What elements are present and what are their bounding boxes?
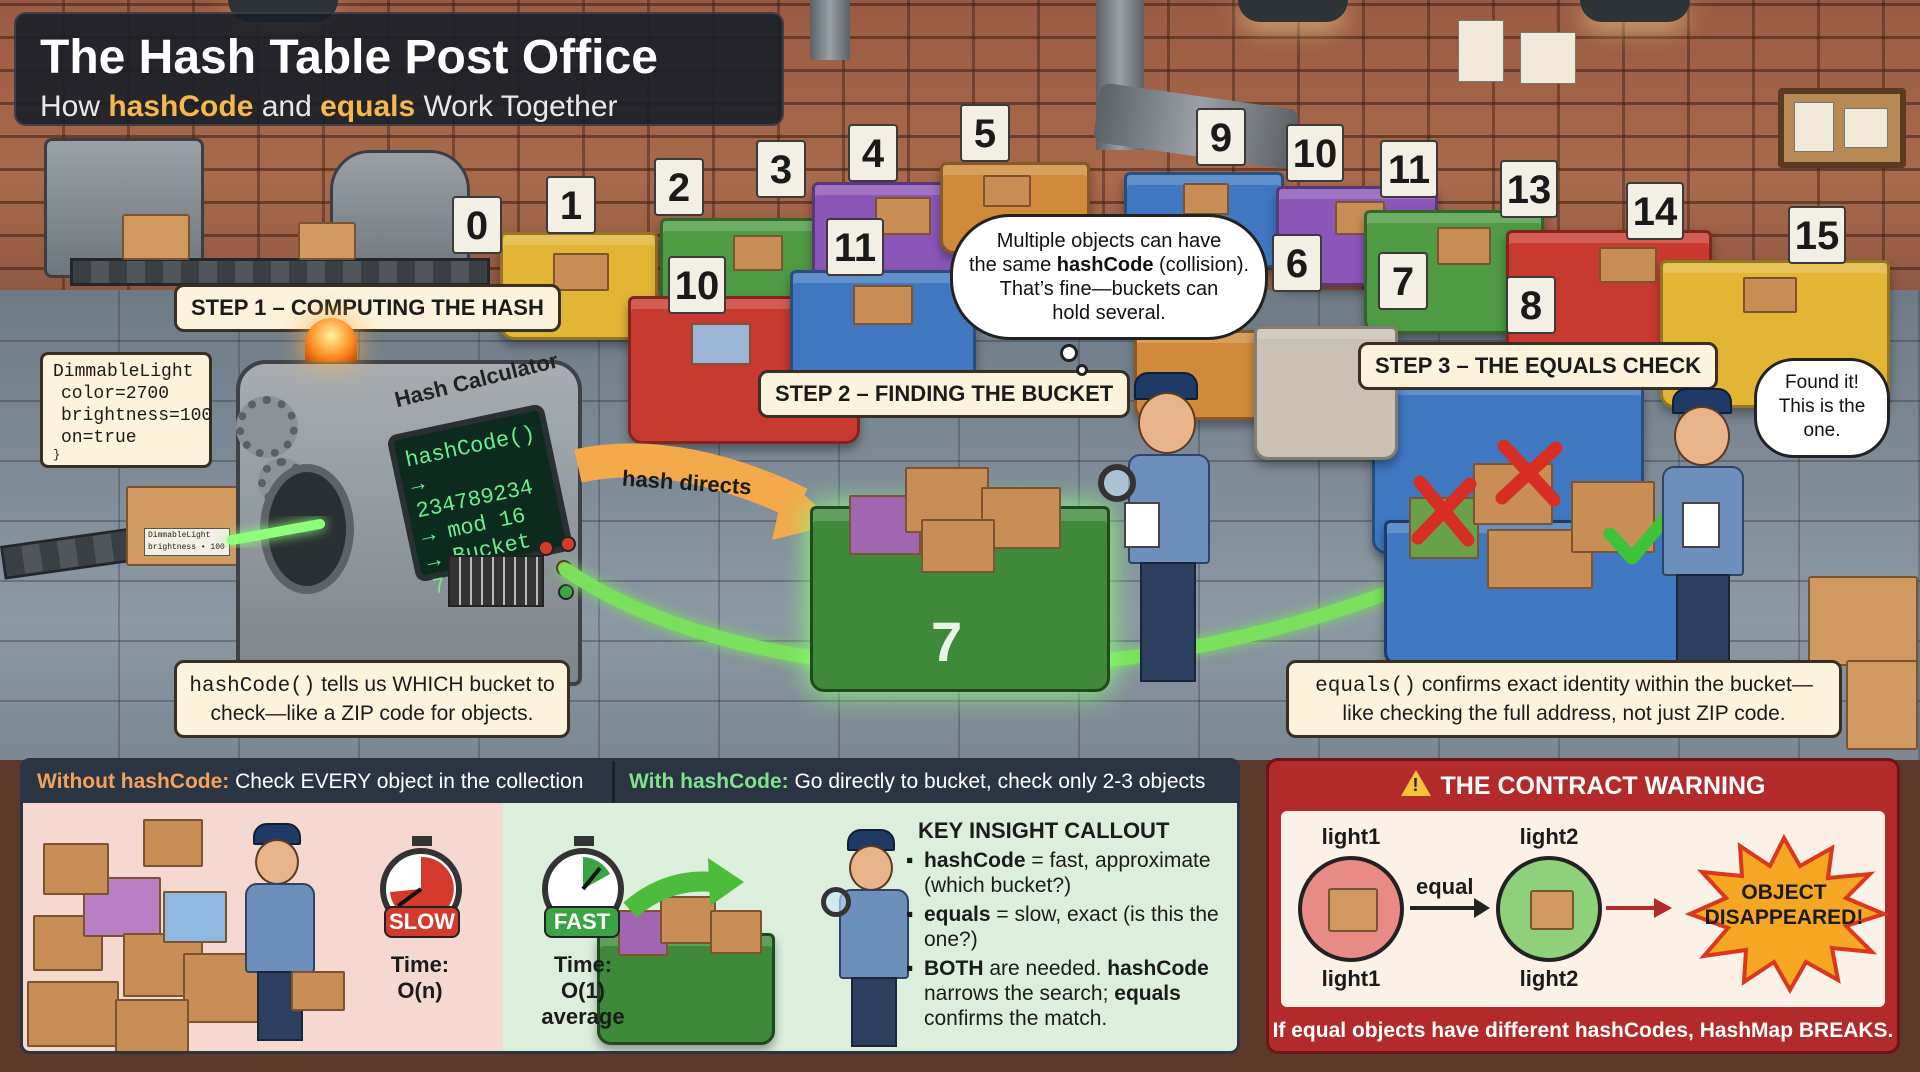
object-light2 (1496, 856, 1602, 962)
fast-time: Time: O(1) average (541, 952, 625, 1029)
collision-thought-bubble: Multiple objects can have the same hashC… (950, 214, 1268, 340)
green-knob (558, 584, 574, 600)
key-insight-title: KEY INSIGHT CALLOUT (918, 818, 1170, 843)
parcel (1808, 576, 1918, 666)
green-arrowhead (708, 858, 744, 906)
red-knob (560, 536, 576, 552)
bucket-7-highlighted: 7 (810, 467, 1110, 692)
bucket-number-card: 0 (452, 196, 502, 254)
cork-board (1778, 88, 1906, 168)
bucket-number-card: 7 (1378, 252, 1428, 310)
object-label: light2 (1519, 824, 1579, 849)
equal-relation-label: equal (1416, 874, 1474, 899)
warning-beacon (305, 318, 357, 362)
gear-icon (236, 396, 298, 458)
bucket-number-card: 11 (1380, 140, 1438, 198)
slow-badge: SLOW (384, 906, 460, 938)
list-item: hashCode = fast, approximate (which buck… (906, 848, 1236, 898)
contract-footer: If equal objects have different hashCode… (1272, 1019, 1894, 1042)
bucket-small (597, 896, 775, 1045)
bucket-number-card: 4 (848, 124, 898, 182)
wall-notice (1458, 20, 1504, 82)
broken-arrowhead (1654, 898, 1672, 918)
equal-arrowhead (1474, 898, 1490, 918)
object-label: light1 (1321, 966, 1381, 991)
postal-worker-inspector (1098, 372, 1240, 692)
red-x-icon (1411, 475, 1477, 547)
bucket-number-card: 5 (960, 104, 1010, 162)
red-x-icon (1495, 439, 1563, 507)
equals-note: equals() confirms exact identity within … (1286, 660, 1842, 738)
green-beam (227, 519, 325, 545)
with-hashcode-header: With hashCode: Go directly to bucket, ch… (615, 761, 1237, 803)
parcel (1846, 660, 1918, 750)
title-panel: The Hash Table Post Office How hashCode … (14, 12, 784, 126)
green-check-icon (1603, 499, 1683, 565)
explosion-burst (1684, 833, 1890, 995)
list-item: equals = slow, exact (is this the one?) (906, 902, 1236, 952)
bucket-number-card: 2 (654, 158, 704, 216)
object-card: DimmableLight color=2700 brightness=100 … (40, 352, 212, 468)
object-disappeared-text: OBJECT DISAPPEARED! (1704, 881, 1864, 929)
hashcode-note: hashCode() tells us WHICH bucket to chec… (174, 660, 570, 738)
ceiling-lamp (1238, 0, 1348, 22)
found-it-speech-bubble: Found it! This is the one. (1754, 358, 1890, 458)
bucket-number-card: 10 (1286, 124, 1344, 182)
red-knob (538, 540, 554, 556)
thought-dot (1076, 364, 1088, 376)
object-light1 (1298, 856, 1404, 962)
page-subtitle: How hashCode and equals Work Together (40, 90, 618, 123)
step-2-label: STEP 2 – FINDING THE BUCKET (758, 370, 1131, 418)
key-insight-list: hashCode = fast, approximate (which buck… (906, 848, 1236, 1035)
magnifying-glass-icon (1098, 464, 1136, 502)
object-label: light2 (1519, 966, 1579, 991)
parcel (298, 222, 356, 260)
orange-hash-arrow (574, 443, 808, 520)
parcel (122, 214, 190, 260)
list-item: BOTH are needed. hashCode narrows the se… (906, 956, 1236, 1031)
bucket-number: 7 (931, 610, 963, 673)
parcel-dimmable-light: DimmableLight brightness • 100 (126, 486, 242, 566)
bucket-number-card: 3 (756, 140, 806, 198)
step-1-label: STEP 1 – COMPUTING THE HASH (174, 284, 561, 332)
bucket-number-card: 1 (546, 176, 596, 234)
bucket-number-card: 8 (1506, 276, 1556, 334)
clipboard-icon (1682, 502, 1720, 548)
warning-triangle-icon: ! (1400, 770, 1431, 796)
magnifying-glass-icon (821, 887, 851, 917)
bucket-number-card: 6 (1272, 234, 1322, 292)
without-hashcode-header: Without hashCode: Check EVERY object in … (23, 761, 615, 803)
green-arrow (623, 871, 713, 918)
bucket-number-card: 14 (1626, 182, 1684, 240)
postal-worker-checker (1658, 388, 1768, 688)
ceiling-lamp (1580, 0, 1690, 22)
object-label: light1 (1321, 824, 1381, 849)
fast-badge: FAST (544, 906, 620, 938)
step-3-label: STEP 3 – THE EQUALS CHECK (1358, 342, 1718, 390)
contract-warning-header: !THE CONTRACT WARNING (1269, 761, 1897, 811)
bucket-number-card: 9 (1196, 108, 1246, 166)
duct-pipe (810, 0, 850, 60)
postal-worker-direct (821, 829, 919, 1049)
bucket-number-card: 15 (1788, 206, 1846, 264)
bucket-number-card: 13 (1500, 160, 1558, 218)
thought-dot (1060, 344, 1078, 362)
page-title: The Hash Table Post Office (40, 31, 658, 84)
wall-notice (1520, 32, 1576, 84)
bucket-number-card: 11 (826, 218, 884, 276)
keypad (448, 555, 544, 607)
clipboard-icon (1124, 502, 1160, 548)
bucket-number-card: 10 (668, 256, 726, 314)
slow-time: Time: O(n) (390, 952, 450, 1003)
